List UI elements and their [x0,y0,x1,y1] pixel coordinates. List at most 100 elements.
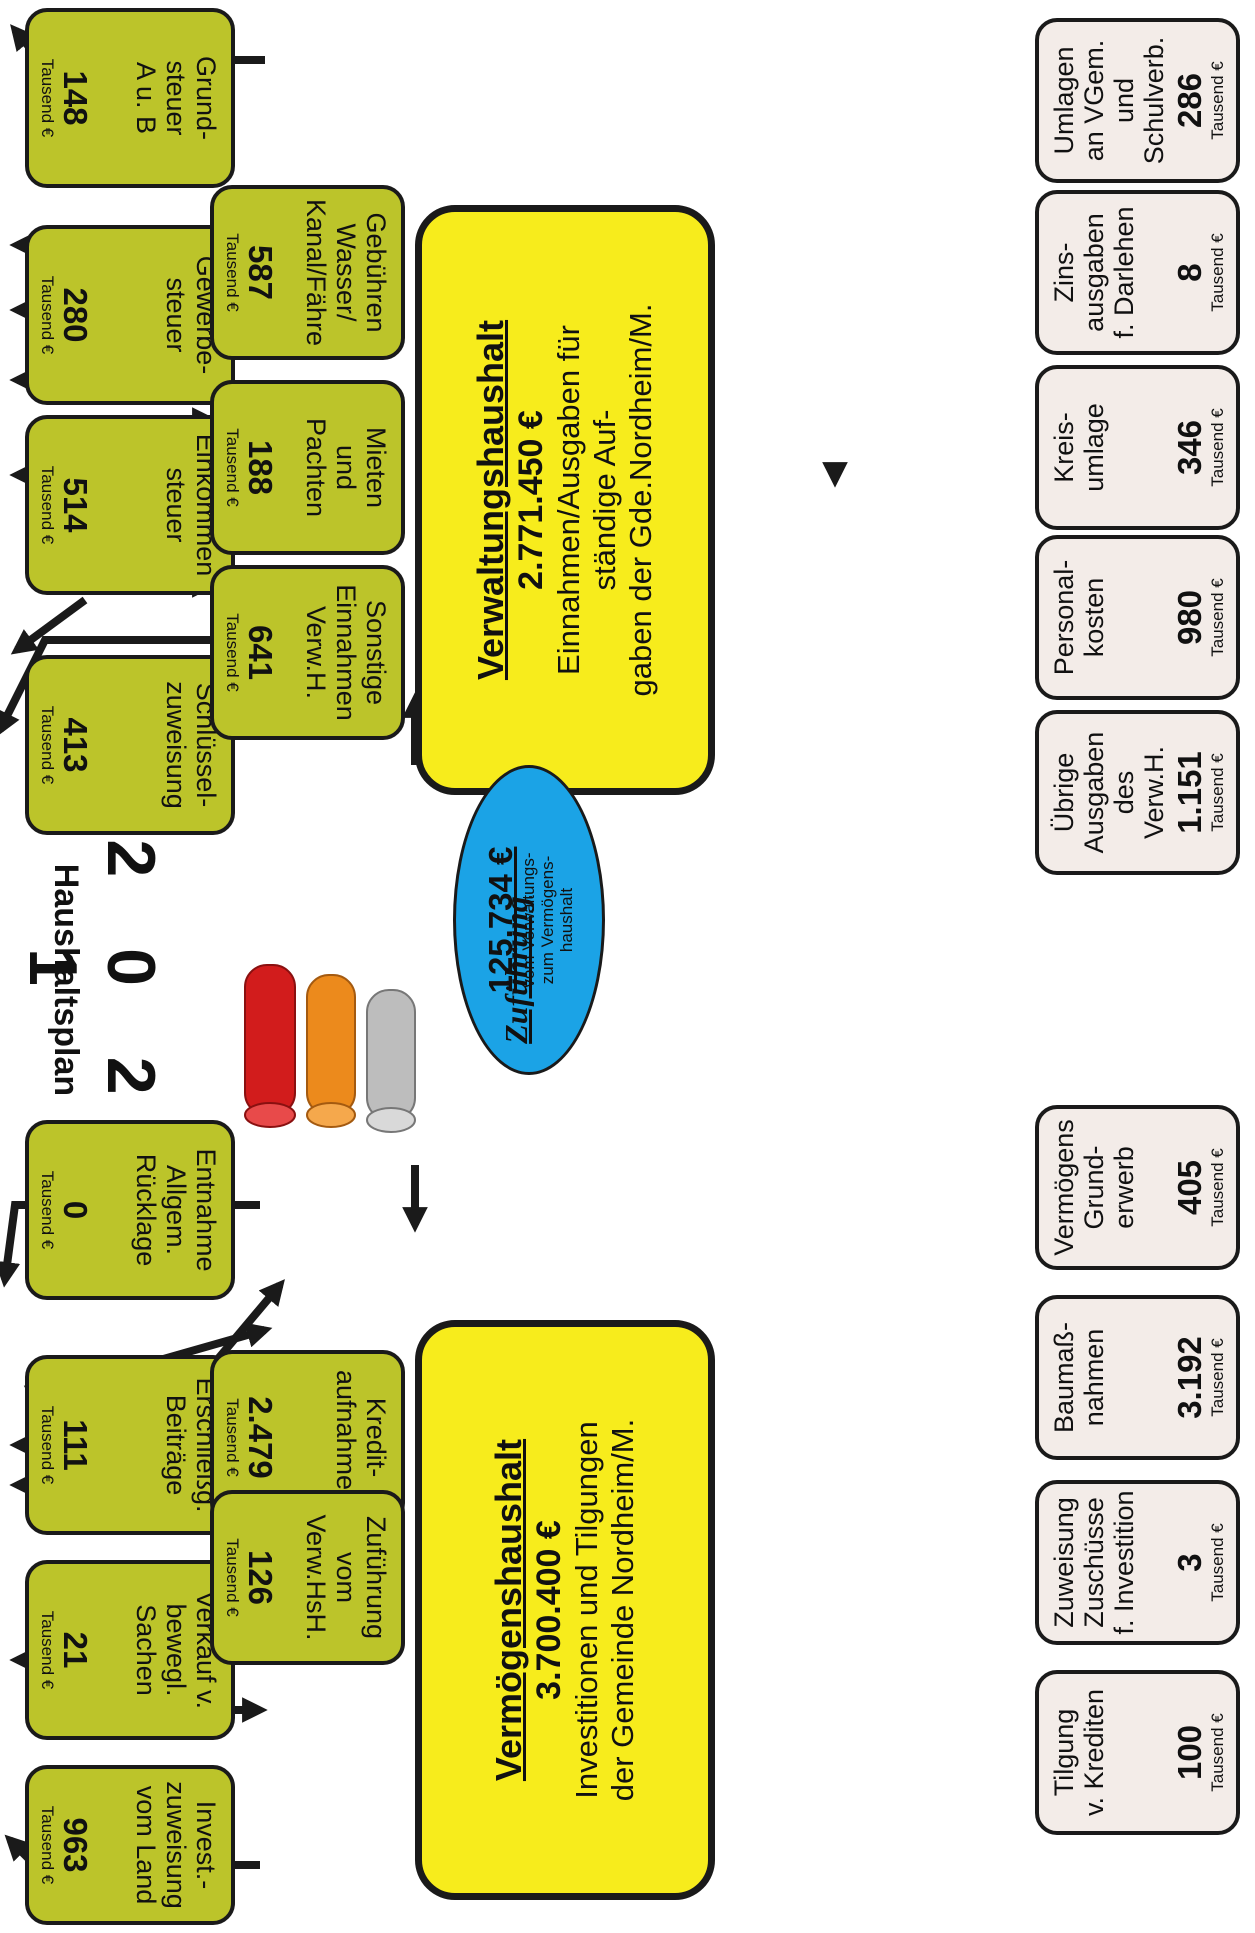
expense-box-personalkosten: Personal- kosten 980 Tausend € [1035,535,1240,700]
expense-unit: Tausend € [1208,753,1227,832]
income-box-sonstige: Sonstige Einnahmen Verw.H. 641 Tausend € [210,565,405,740]
income-value: 2.479 [242,1396,279,1479]
expense-value: 3.192 [1171,1336,1208,1419]
vermoegenshaushalt-amount: 3.700.400 € [530,1520,568,1700]
expense-unit: Tausend € [1208,1523,1227,1602]
expense-label: Kreis- umlage [1049,403,1109,492]
income-unit: Tausend € [38,705,57,785]
income-label: Grund- steuer A u. B [131,55,221,141]
coin-stack-orange [306,974,356,1128]
expense-value: 286 [1171,72,1208,129]
income-value: 21 [57,1631,94,1669]
expense-label: Umlagen an VGem. und Schulverb. [1049,36,1169,165]
expense-unit: Tausend € [1208,1148,1227,1227]
expense-value: 980 [1171,589,1208,646]
expense-label: Vermögens Grund- erwerb [1049,1119,1139,1256]
income-value: 126 [242,1549,279,1606]
income-label: Gebühren Wasser/ Kanal/Fähre [301,198,391,347]
arrow-sonstige [10,596,88,655]
income-label: Kredit- aufnahmen [331,1369,391,1506]
income-unit: Tausend € [38,1405,57,1485]
income-label: Entnahme Allgem. Rücklage [131,1148,221,1272]
expense-value: 3 [1171,1553,1208,1572]
arrow-schluesselzuweisung [0,636,265,737]
expense-value: 8 [1171,263,1208,282]
vermoegenshaushalt-title: Vermögenshaushalt [488,1438,529,1782]
income-label: Sonstige Einnahmen Verw.H. [301,584,391,721]
income-box-grundsteuer: Grund- steuer A u. B 148 Tausend € [25,8,235,188]
income-value: 280 [57,287,94,343]
expense-value: 100 [1171,1724,1208,1781]
expense-label: Baumaß- nahmen [1049,1321,1109,1434]
expense-unit: Tausend € [1208,408,1227,487]
income-unit: Tausend € [223,233,242,312]
vermoegenshaushalt-box: Vermögenshaushalt 3.700.400 € Investitio… [415,1320,715,1900]
expense-value: 405 [1171,1159,1208,1216]
expense-label: Personal- kosten [1049,559,1109,676]
expense-unit: Tausend € [1208,233,1227,312]
income-unit: Tausend € [223,613,242,692]
zufuehrung-label: Zuführung [498,896,534,1044]
income-value: 148 [57,70,94,126]
coins-illustration [244,964,416,1133]
vermoegenshaushalt-description: Investitionen und Tilgungen der Gemeinde… [569,1418,640,1802]
expense-label: Zins- ausgaben f. Darlehen [1049,206,1139,339]
income-unit: Tausend € [223,428,242,507]
income-box-investzuweisung: Invest.- zuweisung vom Land 963 Tausend … [25,1765,235,1925]
income-value: 587 [242,244,279,301]
expense-unit: Tausend € [1208,1338,1227,1417]
income-value: 963 [57,1817,94,1873]
verwaltungshaushalt-box: Verwaltungshaushalt 2.771.450 € Einnahme… [415,205,715,795]
income-label: Zuführung vom Verw.HsH. [301,1514,391,1641]
income-unit: Tausend € [38,465,57,545]
verwaltungshaushalt-amount: 2.771.450 € [512,410,550,590]
income-box-gebuehren: Gebühren Wasser/ Kanal/Fähre 587 Tausend… [210,185,405,360]
expense-box-tilgung: Tilgung v. Krediten 100 Tausend € [1035,1670,1240,1835]
expense-box-grunderwerb: Vermögens Grund- erwerb 405 Tausend € [1035,1105,1240,1270]
income-unit: Tausend € [223,1538,242,1617]
income-box-zufuehrung: Zuführung vom Verw.HsH. 126 Tausend € [210,1490,405,1665]
income-box-einkommensteuer: Einkommen steuer 514 Tausend € [25,415,235,595]
income-box-mieten: Mieten und Pachten 188 Tausend € [210,380,405,555]
income-unit: Tausend € [38,1610,57,1690]
income-value: 413 [57,717,94,773]
expense-value: 1.151 [1171,751,1208,834]
income-value: 111 [57,1419,94,1471]
coin-stack-red [244,964,296,1128]
expense-box-zins: Zins- ausgaben f. Darlehen 8 Tausend € [1035,190,1240,355]
income-label: Mieten und Pachten [301,417,391,518]
income-value: 188 [242,439,279,496]
income-unit: Tausend € [223,1398,242,1477]
verwaltungshaushalt-title: Verwaltungshaushalt [470,319,511,681]
expense-label: Zuweisung Zuschüsse f. Investition [1049,1490,1139,1635]
expense-box-umlagen: Umlagen an VGem. und Schulverb. 286 Taus… [1035,18,1240,183]
income-value: 641 [242,624,279,681]
verwaltungshaushalt-description: Einnahmen/Ausgaben für ständige Auf- gab… [551,303,658,697]
expense-unit: Tausend € [1208,1713,1227,1792]
income-box-verkauf: Verkauf v. bewegl. Sachen 21 Tausend € [25,1560,235,1740]
expense-label: Übrige Ausgaben des Verw.H. [1049,731,1169,854]
income-unit: Tausend € [38,58,57,138]
income-box-gewerbesteuer: Gewerbe- steuer 280 Tausend € [25,225,235,405]
expense-unit: Tausend € [1208,61,1227,140]
income-box-entnahme: Entnahme Allgem. Rücklage 0 Tausend € [25,1120,235,1300]
income-unit: Tausend € [38,1805,57,1885]
expense-box-kreisumlage: Kreis- umlage 346 Tausend € [1035,365,1240,530]
coin-stack-gray [366,989,416,1133]
expense-unit: Tausend € [1208,578,1227,657]
expense-label: Tilgung v. Krediten [1049,1688,1109,1817]
expense-box-uebrige: Übrige Ausgaben des Verw.H. 1.151 Tausen… [1035,710,1240,875]
income-value: 0 [57,1200,94,1220]
income-label: Invest.- zuweisung vom Land [131,1781,221,1909]
income-value: 514 [57,477,94,533]
income-box-erschliessung: Erschließg. Beiträge 111 Tausend € [25,1355,235,1535]
income-unit: Tausend € [38,1170,57,1250]
expense-box-baumassnahmen: Baumaß- nahmen 3.192 Tausend € [1035,1295,1240,1460]
income-label: Verkauf v. bewegl. Sachen [131,1590,221,1710]
income-unit: Tausend € [38,275,57,355]
year-label: 2 0 2 1 [15,839,169,1121]
expense-box-zuweisung: Zuweisung Zuschüsse f. Investition 3 Tau… [1035,1480,1240,1645]
expense-value: 346 [1171,419,1208,476]
